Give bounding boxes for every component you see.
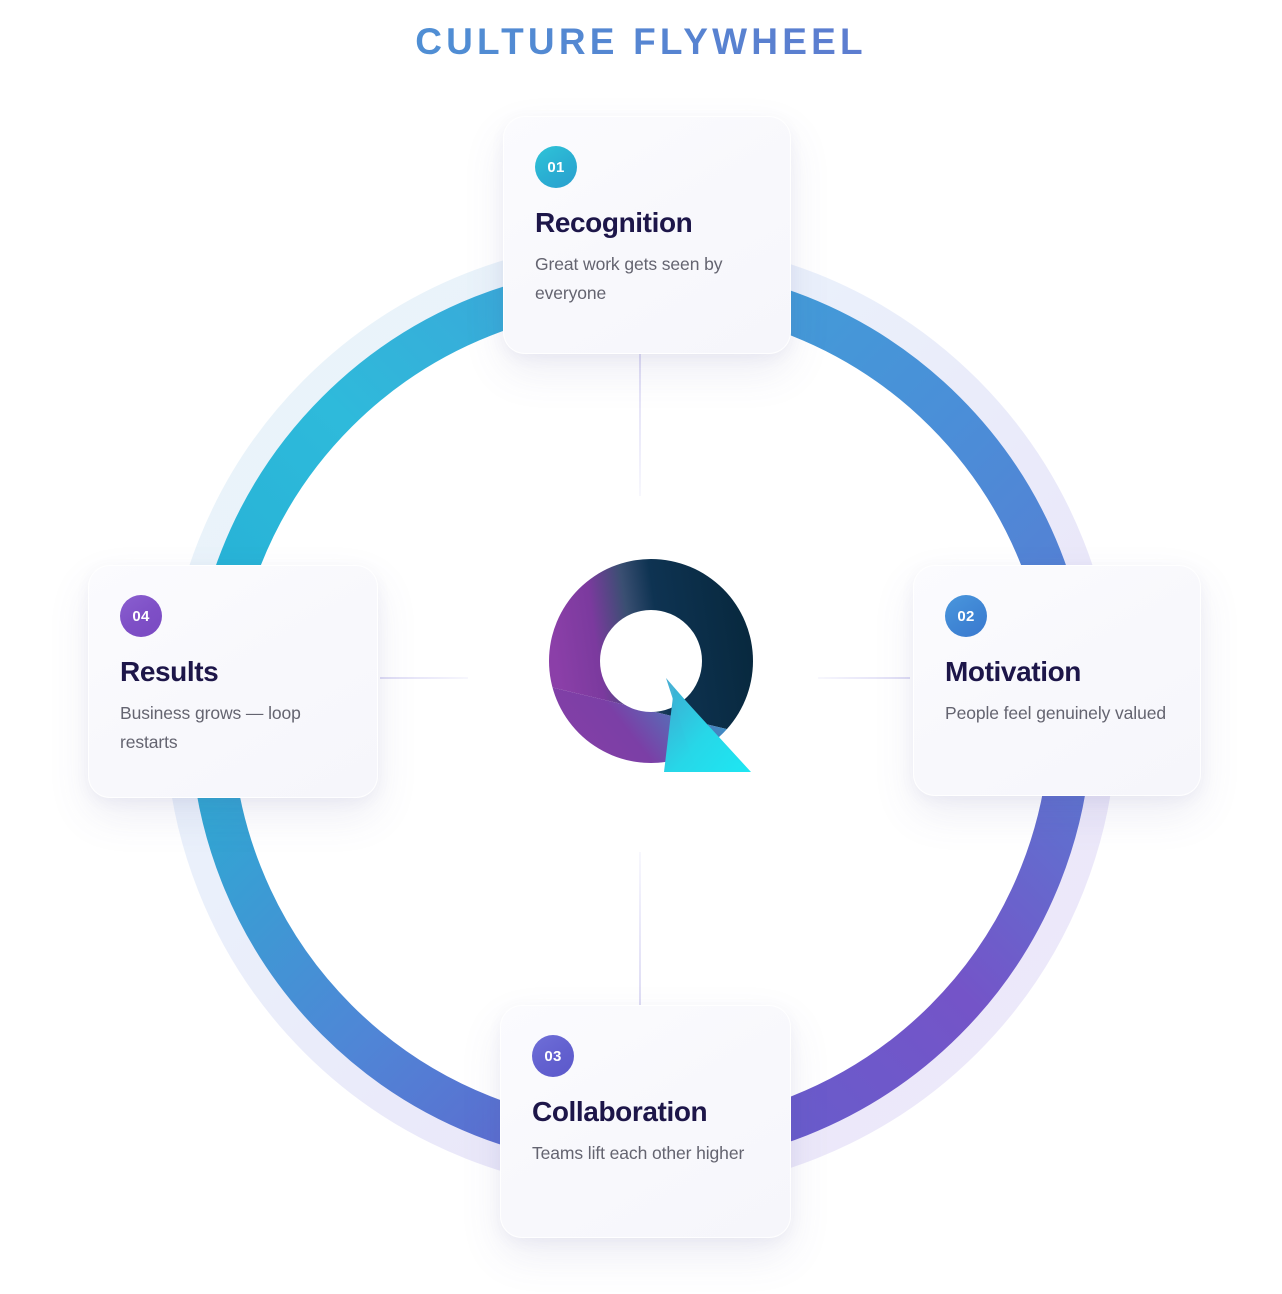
card-badge-04: 04 — [120, 595, 162, 637]
card-badge-02: 02 — [945, 595, 987, 637]
card-description-motivation: People feel genuinely valued — [945, 703, 1166, 723]
card-description-results: Business grows — loop restarts — [120, 703, 301, 752]
card-badge-01: 01 — [535, 146, 577, 188]
card-description-recognition: Great work gets seen by everyone — [535, 254, 723, 303]
connector-right — [818, 677, 910, 679]
page-title: CULTURE FLYWHEEL — [0, 20, 1282, 64]
card-title-motivation: Motivation — [945, 656, 1081, 687]
flywheel-mark-icon — [546, 556, 756, 796]
card-title-results: Results — [120, 656, 219, 687]
connector-top — [639, 352, 641, 496]
flywheel-card-recognition[interactable]: 01 Recognition Great work gets seen by e… — [503, 116, 791, 354]
flywheel-card-results[interactable]: 04 Results Business grows — loop restart… — [88, 565, 378, 798]
connector-bottom — [639, 852, 641, 1006]
card-description-collaboration: Teams lift each other higher — [532, 1143, 745, 1163]
flywheel-card-motivation[interactable]: 02 Motivation People feel genuinely valu… — [913, 565, 1201, 796]
card-badge-03: 03 — [532, 1035, 574, 1077]
connector-left — [380, 677, 468, 679]
card-title-recognition: Recognition — [535, 207, 693, 238]
flywheel-card-collaboration[interactable]: 03 Collaboration Teams lift each other h… — [500, 1005, 791, 1238]
card-title-collaboration: Collaboration — [532, 1096, 708, 1127]
